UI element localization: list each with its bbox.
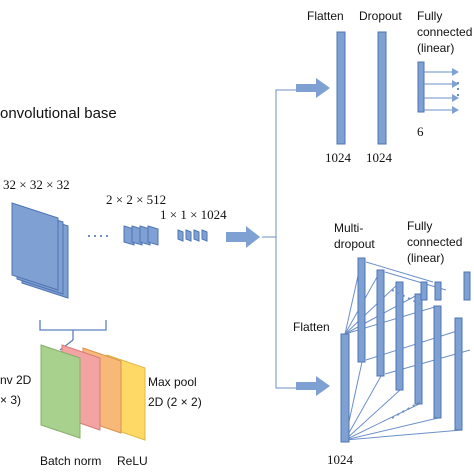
small-feature-map [147,225,159,246]
feature-map-stack [11,202,69,299]
flatten-size-top: 1024 [325,150,352,165]
branch-line-top [262,89,296,238]
feature-map-plane [11,202,59,291]
dropout-layer [433,305,442,419]
batchnorm-label: Batch norm [40,454,101,468]
output-arrowhead [452,80,459,88]
multi-dropout-label-line2: dropout [334,237,375,251]
small-feature-maps [123,225,159,246]
dropout-label-top: Dropout [359,9,402,23]
output-size-top: 6 [417,124,424,139]
connection-line [344,389,401,441]
conv2d-label-line1: nv 2D [0,373,32,387]
dropout-layer [414,293,423,405]
connection-line [365,261,434,283]
conv2d-label-line2: × 3) [0,393,21,407]
maxpool-label-line1: Max pool [148,375,197,389]
fc-label-top-line3: (linear) [417,41,454,55]
conv-base-title: onvolutional base [0,105,117,122]
tiny-feature-map [177,229,184,242]
output-arrowhead [452,94,459,102]
dropout-layer [454,317,463,431]
fc-layer [434,281,442,301]
flatten-layer-top [336,31,346,145]
relu-label: ReLU [117,454,148,468]
fc-label-top-line2: connected [417,25,472,39]
flatten-size-bottom: 1024 [327,452,354,467]
bottom-head-arrow [296,376,330,396]
detail-bracket [39,320,107,331]
flatten-layer-bottom [340,333,350,443]
multi-fc-layers [420,271,471,301]
dims-1x1x1024-label: 1 × 1 × 1024 [160,207,227,222]
multi-dropout-layers [357,257,463,431]
conv2d-block [40,344,81,439]
fc-layer [463,271,471,301]
branch-line-bottom [275,237,296,389]
fc-layer [420,281,428,301]
connection-line [344,429,463,441]
dropout-layer [357,257,366,363]
connection-line [344,417,439,441]
conv-block-detail [40,344,146,441]
flatten-label-bottom: Flatten [293,320,330,334]
connection-line [344,403,420,441]
branch-arrow [226,226,260,248]
top-head-arrow [296,78,330,98]
flatten-label-top: Flatten [307,9,344,23]
dropout-size-top: 1024 [366,150,393,165]
dropout-layer [395,281,404,391]
output-arrowhead [452,106,459,114]
input-dims-label: 32 × 32 × 32 [3,177,70,192]
fc-label-bottom-line1: Fully [407,219,432,233]
dropout-layer-top [377,31,387,145]
maxpool-label-line2: 2D (2 × 2) [148,395,202,409]
fc-layer-top [417,61,425,113]
fc-label-bottom-line2: connected [407,235,462,249]
connection-line [344,281,401,335]
multi-dropout-label-line1: Multi- [334,221,363,235]
connection-line [344,375,382,441]
tiny-feature-map [201,229,208,242]
output-arrows-top [424,68,459,114]
tiny-feature-map [185,229,192,242]
dropout-layer [376,269,385,377]
dims-2x2x512-label: 2 × 2 × 512 [106,192,166,207]
output-arrowhead [452,68,459,76]
tiny-feature-map [193,229,200,242]
tiny-feature-maps [177,229,208,242]
fc-label-top-line1: Fully [417,9,442,23]
fc-label-bottom-line3: (linear) [407,251,444,265]
